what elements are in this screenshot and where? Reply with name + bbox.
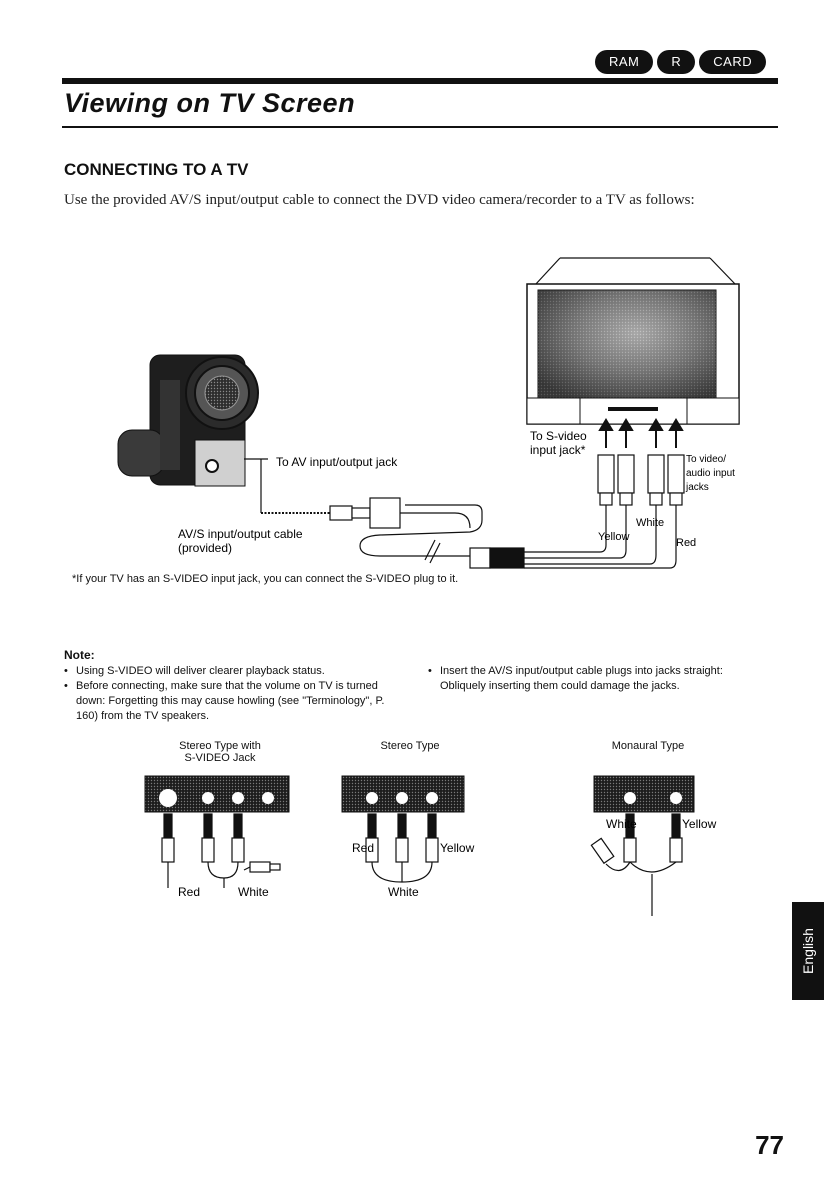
- note-item: Insert the AV/S input/output cable plugs…: [428, 664, 768, 694]
- jack-type-monaural: Monaural Type: [611, 740, 685, 752]
- note-heading: Note:: [64, 648, 95, 662]
- label-svideo-2: input jack*: [530, 443, 586, 457]
- jack-label-red-b: Red: [352, 841, 374, 855]
- jack-types-diagram: Red White Red Yellow White White Yellow: [144, 775, 717, 916]
- label-cable-1: AV/S input/output cable: [178, 527, 303, 541]
- badge-ram: RAM: [595, 50, 654, 74]
- av-cable: [244, 458, 677, 569]
- label-video-audio-2: audio input: [686, 468, 735, 479]
- jack-label-yellow-b: Yellow: [440, 841, 475, 855]
- label-video-audio-1: To video/: [686, 454, 726, 465]
- page-title: Viewing on TV Screen: [64, 88, 356, 118]
- camcorder-illustration: [117, 354, 259, 487]
- jack-label-yellow-c: Yellow: [682, 817, 717, 831]
- note-item: Using S-VIDEO will deliver clearer playb…: [64, 664, 404, 679]
- jack-label-white-b: White: [388, 885, 419, 899]
- intro-paragraph: Use the provided AV/S input/output cable…: [64, 192, 695, 208]
- media-badges: RAM R CARD: [595, 50, 767, 74]
- jack-type-stereo-svideo: Stereo Type with S-VIDEO Jack: [179, 740, 261, 764]
- note-right-column: Insert the AV/S input/output cable plugs…: [428, 664, 768, 694]
- jack-label-white-a: White: [238, 885, 269, 899]
- jack-label-white-c: White: [606, 817, 637, 831]
- label-video-audio-3: jacks: [685, 482, 709, 493]
- badge-r: R: [657, 50, 696, 74]
- section-heading: CONNECTING TO A TV: [64, 160, 249, 179]
- label-yellow: Yellow: [598, 531, 629, 543]
- label-white: White: [636, 517, 664, 529]
- note-left-column: Using S-VIDEO will deliver clearer playb…: [64, 664, 404, 724]
- badge-card: CARD: [699, 50, 767, 74]
- diagram-footnote: *If your TV has an S-VIDEO input jack, y…: [72, 573, 459, 585]
- connection-diagram: To AV input/output jack To S-video input…: [117, 257, 740, 569]
- language-tab: English: [792, 902, 824, 1000]
- note-item: Before connecting, make sure that the vo…: [64, 679, 404, 724]
- title-rule: [62, 126, 778, 128]
- jack-type-stereo: Stereo Type: [380, 740, 440, 752]
- label-svideo-1: To S-video: [530, 429, 587, 443]
- language-tab-label: English: [800, 928, 817, 974]
- header-rule: [62, 78, 778, 84]
- tv-illustration: [526, 257, 740, 425]
- label-cable-2: (provided): [178, 541, 232, 555]
- jack-label-red-a: Red: [178, 885, 200, 899]
- label-red: Red: [676, 537, 696, 549]
- label-av-jack: To AV input/output jack: [276, 455, 398, 469]
- plugs: [597, 454, 685, 506]
- page-number: 77: [755, 1130, 784, 1160]
- insertion-arrows: [598, 418, 684, 448]
